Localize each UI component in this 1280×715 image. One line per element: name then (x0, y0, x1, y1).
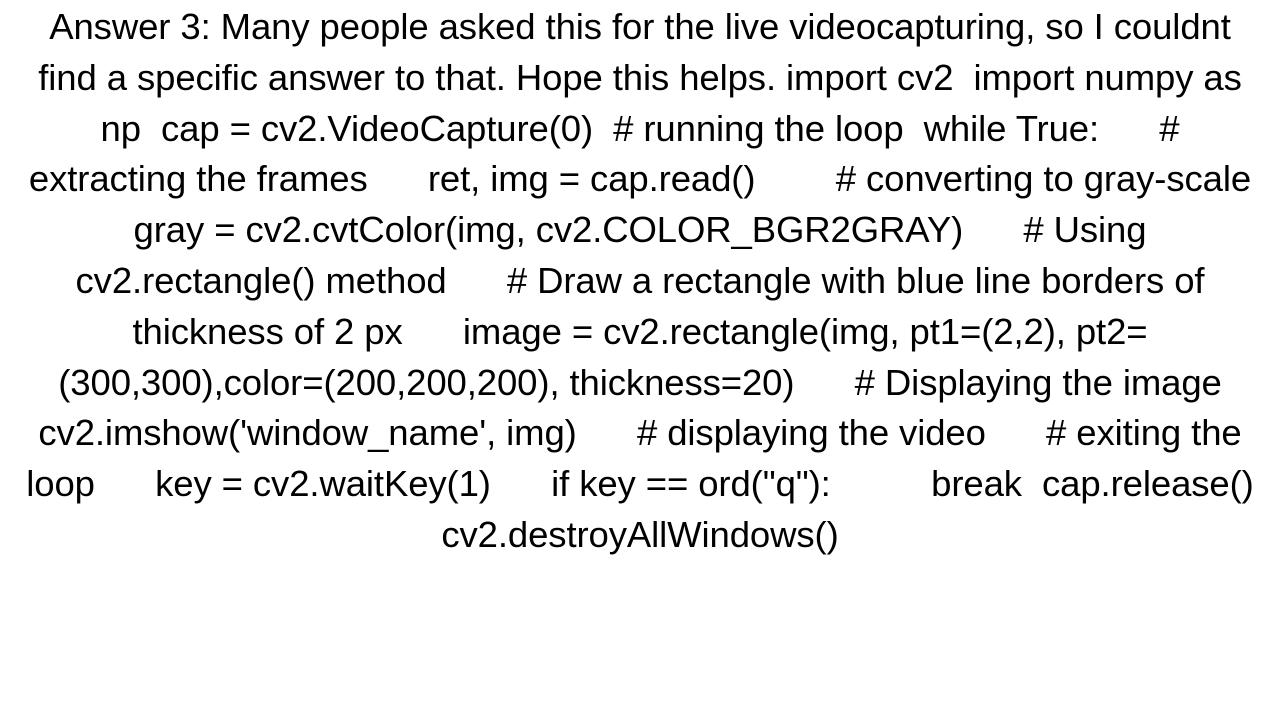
answer-body-text: Answer 3: Many people asked this for the… (26, 6, 1254, 555)
